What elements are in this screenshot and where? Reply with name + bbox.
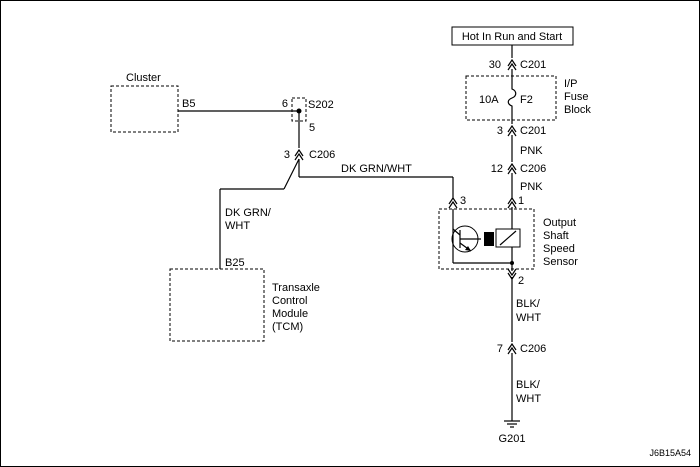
c206-lower-pin: 7 xyxy=(497,343,503,355)
transistor-arrow xyxy=(465,246,471,251)
connector-c206-upper-symbol-lower xyxy=(507,166,517,175)
sensor-pin-power: 1 xyxy=(518,195,524,207)
wire-dk-grn-diagonal xyxy=(283,158,300,190)
figure-id: J6B15A54 xyxy=(649,448,691,458)
wire-label-blk-wht-1-line1: BLK/ xyxy=(516,298,541,310)
connector-c206-upper-symbol xyxy=(507,162,517,171)
sensor-name-line2: Shaft xyxy=(543,230,569,242)
tcm-name-line1: Transaxle xyxy=(272,282,320,294)
wire-label-dk-grn-vert-line1: DK GRN/ xyxy=(225,207,272,219)
c206-left-pin: 3 xyxy=(284,149,290,161)
c201-top-pin: 30 xyxy=(489,59,501,71)
sensor-pin-ground: 2 xyxy=(518,275,524,287)
fuse-rating: 10A xyxy=(479,94,499,106)
connector-c201-bottom-symbol-lower xyxy=(507,128,517,137)
sensor-box xyxy=(438,208,535,270)
fuse-block-name-line2: Fuse xyxy=(564,91,588,103)
cluster-name: Cluster xyxy=(126,72,161,84)
ground-label: G201 xyxy=(499,433,526,445)
pickup-coil-winding xyxy=(499,230,517,246)
sensor-pin2-terminal xyxy=(507,268,517,277)
fuse-block-name-line1: I/P xyxy=(564,78,577,90)
wire-label-dk-grn-vert-line2: WHT xyxy=(225,220,250,232)
wire-label-blk-wht-1-line2: WHT xyxy=(516,312,541,324)
sensor-pin1-terminal xyxy=(507,196,517,205)
c206-lower-name: C206 xyxy=(520,343,546,355)
wire-label-pnk-1: PNK xyxy=(520,145,543,157)
fuse-block-name-line3: Block xyxy=(564,104,591,116)
fuse-f2-symbol xyxy=(507,83,517,120)
splice-name: S202 xyxy=(308,99,334,111)
pickup-magnet xyxy=(484,232,494,246)
c206-upper-name: C206 xyxy=(520,163,546,175)
connector-c206-left-symbol xyxy=(294,148,304,157)
connector-c201-top-symbol xyxy=(507,58,517,67)
fuse-block-box xyxy=(465,75,557,121)
c201-bottom-pin: 3 xyxy=(497,125,503,137)
connector-c206-lower-symbol-lower xyxy=(507,346,517,355)
connector-c201-bottom-symbol xyxy=(507,124,517,133)
c201-bottom-name: C201 xyxy=(520,125,546,137)
connector-c201-top-symbol-lower xyxy=(507,62,517,71)
power-source-label: Hot In Run and Start xyxy=(462,31,562,43)
tcm-box xyxy=(169,268,265,342)
sensor-pin-signal: 3 xyxy=(460,195,466,207)
sensor-name-line3: Speed xyxy=(543,243,575,255)
transistor-collector xyxy=(452,228,461,236)
wire-label-blk-wht-2-line1: BLK/ xyxy=(516,379,541,391)
sensor-name-line4: Sensor xyxy=(543,256,578,268)
c206-left-name: C206 xyxy=(309,149,335,161)
cluster-pin: B5 xyxy=(182,98,195,110)
pickup-coil xyxy=(495,228,521,248)
cluster-box xyxy=(110,85,179,133)
sensor-pin3-terminal-lower xyxy=(448,200,458,209)
wire-label-dk-grn-wht: DK GRN/WHT xyxy=(341,163,412,175)
splice-box xyxy=(291,97,307,122)
tcm-name-line4: (TCM) xyxy=(272,321,303,333)
fuse-name: F2 xyxy=(520,94,533,106)
tcm-pin: B25 xyxy=(225,257,245,269)
splice-pin-out: 5 xyxy=(309,122,315,134)
splice-pin-in: 6 xyxy=(282,98,288,110)
sensor-junction xyxy=(510,261,514,265)
c206-upper-pin: 12 xyxy=(491,163,503,175)
tcm-name-line2: Control xyxy=(272,295,307,307)
wire-label-blk-wht-2-line2: WHT xyxy=(516,393,541,405)
tcm-name-line3: Module xyxy=(272,308,308,320)
wire-label-pnk-2: PNK xyxy=(520,181,543,193)
connector-c206-lower-symbol xyxy=(507,342,517,351)
sensor-name-line1: Output xyxy=(543,217,576,229)
connector-c206-left-symbol-lower xyxy=(294,152,304,161)
sensor-pin1-terminal-lower xyxy=(507,200,517,209)
c201-top-name: C201 xyxy=(520,59,546,71)
